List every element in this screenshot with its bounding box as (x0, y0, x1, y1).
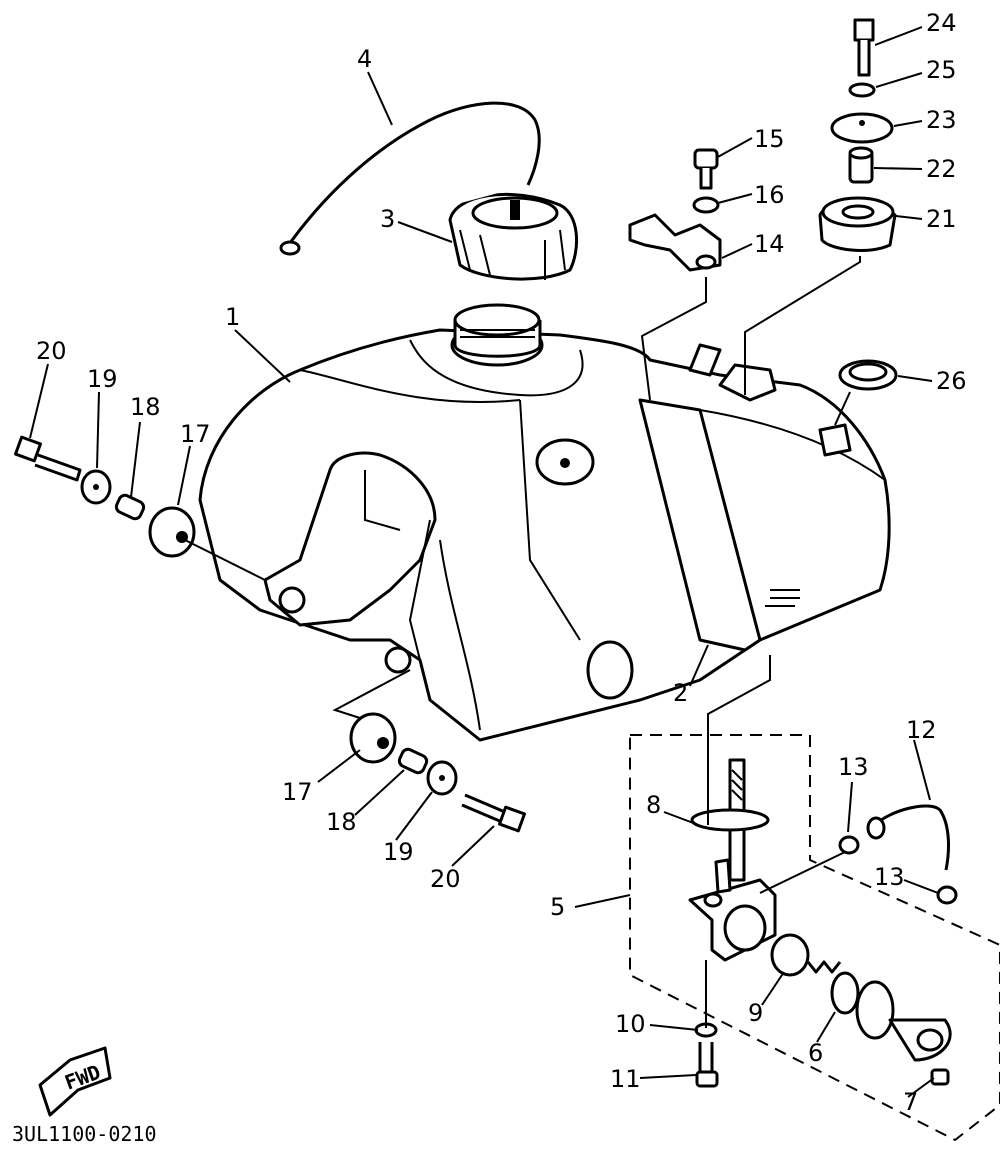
callout-11: 11 (610, 1065, 641, 1093)
callout-12: 12 (906, 716, 937, 744)
grommet-17-upper (148, 506, 196, 558)
callout-17-lower: 17 (282, 778, 313, 806)
tank-seal-strip (638, 398, 762, 652)
callout-10: 10 (615, 1010, 646, 1038)
fuel-hose-12 (866, 804, 950, 871)
callout-17-upper: 17 (180, 420, 211, 448)
bolt-11 (695, 1042, 719, 1088)
hose-clip-13-lower (936, 885, 958, 905)
fwd-arrow-icon: FWD (38, 1046, 112, 1117)
spring (806, 960, 842, 974)
callout-6: 6 (808, 1039, 823, 1067)
bracket-14 (628, 213, 722, 272)
breather-hose (279, 101, 541, 256)
washer-25 (848, 82, 876, 98)
o-ring-6 (830, 971, 860, 1015)
figure-code: 3UL1100-0210 (12, 1122, 157, 1146)
callout-16: 16 (754, 181, 785, 209)
callout-15: 15 (754, 125, 785, 153)
callout-8: 8 (646, 791, 661, 819)
washer-19-upper (80, 469, 112, 505)
callout-1: 1 (225, 303, 240, 331)
callout-19-upper: 19 (87, 365, 118, 393)
callout-5: 5 (550, 893, 565, 921)
callout-4: 4 (357, 45, 372, 73)
collar-18-upper (114, 493, 146, 521)
damper-21 (818, 196, 897, 252)
callout-19-lower: 19 (383, 838, 414, 866)
fuel-tank (198, 303, 891, 742)
bolt-24 (853, 18, 875, 77)
collar-22 (848, 146, 874, 184)
callout-2: 2 (673, 679, 688, 707)
gasket-8 (690, 808, 770, 832)
callout-18-upper: 18 (130, 393, 161, 421)
callout-20-lower: 20 (430, 865, 461, 893)
screw-7 (930, 1068, 950, 1086)
grommet-26 (838, 359, 898, 391)
cock-lever (855, 980, 952, 1062)
fuel-cock-assembly-boundary (629, 734, 1000, 1142)
callout-24: 24 (926, 9, 957, 37)
fuel-cap (448, 192, 579, 281)
callout-13-upper: 13 (838, 753, 869, 781)
callout-9: 9 (748, 999, 763, 1027)
callout-18-lower: 18 (326, 808, 357, 836)
callout-7: 7 (903, 1088, 918, 1116)
callout-22: 22 (926, 155, 957, 183)
leader-lines (29, 26, 939, 1098)
callout-21: 21 (926, 205, 957, 233)
grommet-17-lower (349, 712, 397, 764)
callout-25: 25 (926, 56, 957, 84)
bolt-20-lower (461, 793, 526, 833)
callout-20-upper: 20 (36, 337, 67, 365)
washer-19-lower (426, 760, 458, 796)
bolt-20-upper (14, 435, 82, 482)
washer-16 (692, 196, 720, 214)
callout-14: 14 (754, 230, 785, 258)
collar-18-lower (397, 747, 429, 775)
bolt-15 (693, 148, 719, 190)
callout-3: 3 (380, 205, 395, 233)
washer-23 (830, 112, 894, 144)
callout-26: 26 (936, 367, 967, 395)
callout-13-lower: 13 (874, 863, 905, 891)
callout-23: 23 (926, 106, 957, 134)
lever-packing-9 (770, 933, 810, 977)
fuel-cock-body (688, 858, 777, 962)
callout-labels: 1 2 3 4 5 6 7 8 9 10 11 12 13 13 14 15 1… (36, 9, 967, 1116)
hose-clip-13-upper (838, 835, 860, 855)
